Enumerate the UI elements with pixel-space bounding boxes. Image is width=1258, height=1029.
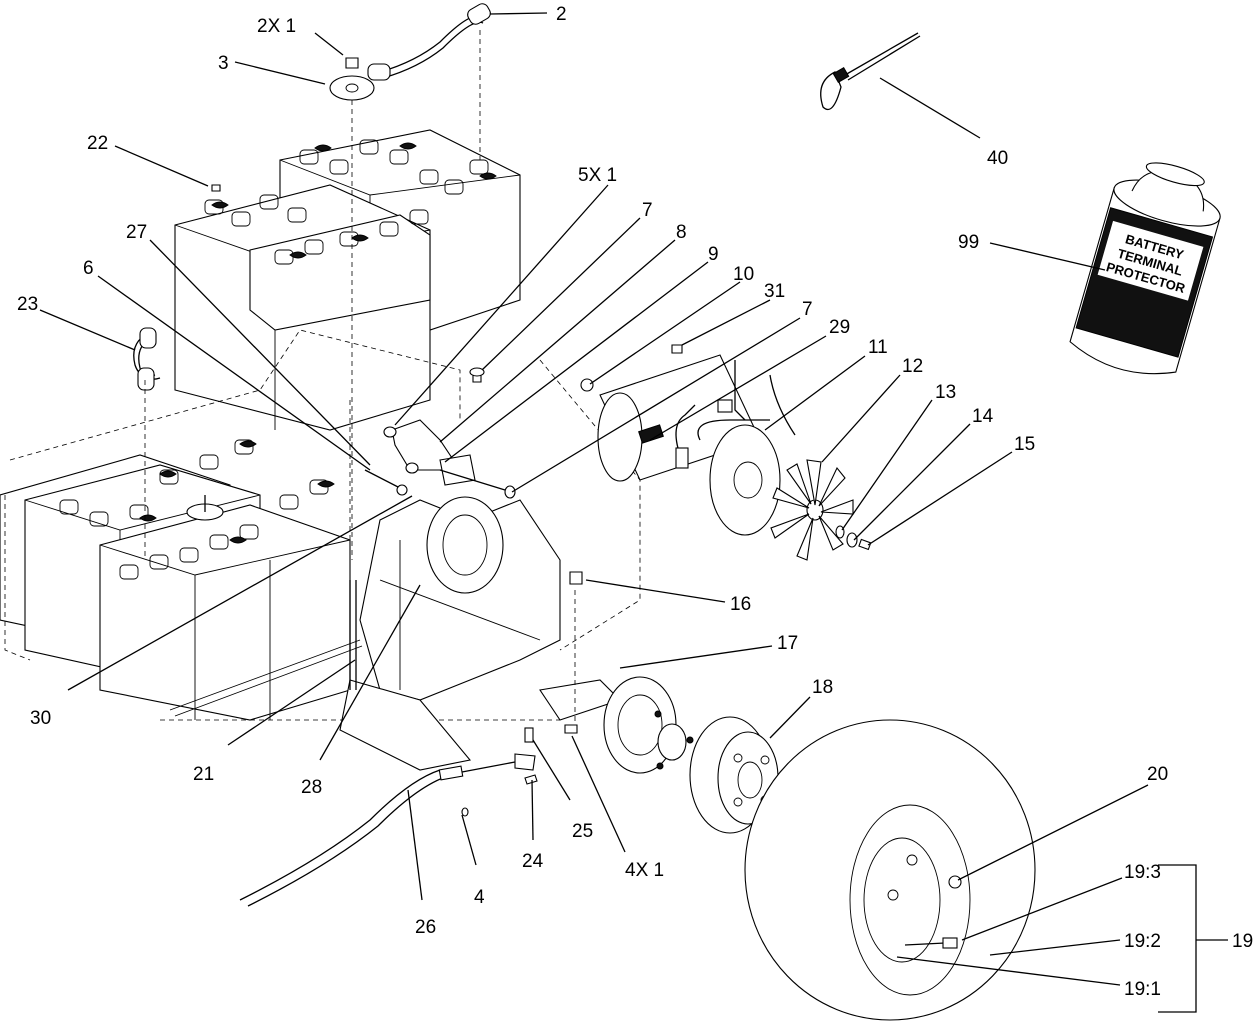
callout-5x1: 5X 1 (578, 165, 617, 186)
callout-17: 17 (777, 633, 798, 654)
callout-26: 26 (415, 917, 436, 938)
callout-19-2: 19:2 (1124, 931, 1161, 952)
motor-icon (597, 354, 796, 536)
callout-2: 2 (556, 4, 567, 25)
callout-9: 9 (708, 244, 719, 265)
bracket-hardware (211, 184, 683, 817)
callout-40: 40 (987, 148, 1008, 169)
callout-21: 21 (193, 764, 214, 785)
lower-battery-bank-icon (0, 439, 351, 721)
callout-2x1: 2X 1 (257, 16, 296, 37)
callout-4x1: 4X 1 (625, 860, 664, 881)
fan-hardware (835, 525, 872, 551)
callout-29: 29 (829, 317, 850, 338)
callout-15: 15 (1014, 434, 1035, 455)
fan-icon (770, 459, 854, 561)
cable-tie-icon (820, 32, 921, 111)
transaxle-icon (169, 496, 622, 771)
callout-16: 16 (730, 594, 751, 615)
callout-19-1: 19:1 (1124, 979, 1161, 1000)
callout-25: 25 (572, 821, 593, 842)
callout-24: 24 (522, 851, 544, 872)
callout-23: 23 (17, 294, 38, 315)
callout-6: 6 (83, 258, 94, 279)
callout-28: 28 (301, 777, 322, 798)
callout-7a: 7 (642, 200, 653, 221)
wheel-icon (744, 719, 1036, 1021)
callout-12: 12 (902, 356, 923, 377)
callout-11: 11 (868, 337, 888, 358)
callout-27: 27 (126, 222, 147, 243)
callout-13: 13 (935, 382, 956, 403)
callout-10: 10 (733, 264, 754, 285)
callout-99: 99 (958, 232, 979, 253)
brake-assembly-icon (603, 676, 694, 774)
callout-3: 3 (218, 53, 229, 74)
callout-19: 19 (1232, 931, 1253, 952)
callout-labels: 2X 1 2 3 22 27 6 23 5X 1 7 8 9 10 31 7 2… (17, 4, 1253, 1000)
callout-30: 30 (30, 708, 51, 729)
callout-31: 31 (764, 281, 785, 302)
callout-7b: 7 (802, 299, 813, 320)
callout-20: 20 (1147, 764, 1168, 785)
spray-can-icon: BATTERY TERMINAL PROTECTOR (1069, 162, 1221, 375)
brake-cable-icon (239, 727, 536, 907)
callout-4: 4 (474, 887, 485, 908)
callout-19-3: 19:3 (1124, 862, 1161, 883)
callout-8: 8 (676, 222, 687, 243)
callout-22: 22 (87, 133, 108, 154)
upper-battery-bank-icon (174, 129, 521, 431)
callout-14: 14 (972, 406, 994, 427)
battery-cables (133, 3, 576, 730)
callout-18: 18 (812, 677, 833, 698)
leader-lines (39, 12, 1228, 1013)
